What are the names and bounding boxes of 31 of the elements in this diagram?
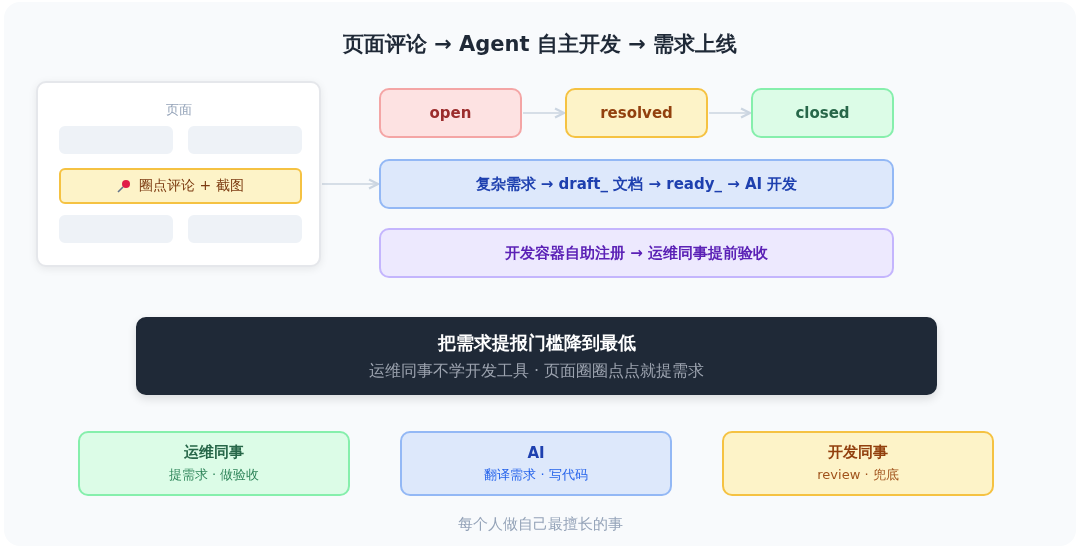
card-title: 把需求提报门槛降到最低 [437,330,636,355]
page-label: 页面 [165,101,192,119]
caption: 每个人做自己最擅长的事 [456,515,624,534]
comment-box [59,168,302,204]
card-subtitle: 运维同事不学开发工具 · 页面圈圈点点就提需求 [368,360,705,382]
card-title: AI [527,443,545,462]
box-label: 圈点评论 + 截图 [139,177,244,195]
status-box [565,88,708,138]
card-title: 运维同事 [184,443,244,462]
process-box [379,159,894,209]
card-title: 开发同事 [828,443,888,462]
banner-box [136,317,937,395]
card-subtitle: review · 兜底 [817,466,899,484]
arrow [708,107,752,119]
role-card [400,431,672,496]
title: 页面评论 → Agent 自主开发 → 需求上线 [341,31,739,58]
card-subtitle: 提需求 · 做验收 [168,466,260,484]
arrow [321,178,380,190]
process-box [379,228,894,278]
page-card [36,81,321,267]
box-label: 开发容器自助注册 → 运维同事提前验收 [505,243,768,263]
box-label: resolved [600,104,673,122]
status-box [751,88,894,138]
role-card [78,431,350,496]
role-card [722,431,994,496]
box-label: open [429,104,472,122]
status-box [379,88,522,138]
box-label: 复杂需求 → draft_ 文档 → ready_ → AI 开发 [475,174,798,194]
box-label: closed [795,104,850,122]
arrow [522,107,566,119]
card-subtitle: 翻译需求 · 写代码 [484,465,588,484]
